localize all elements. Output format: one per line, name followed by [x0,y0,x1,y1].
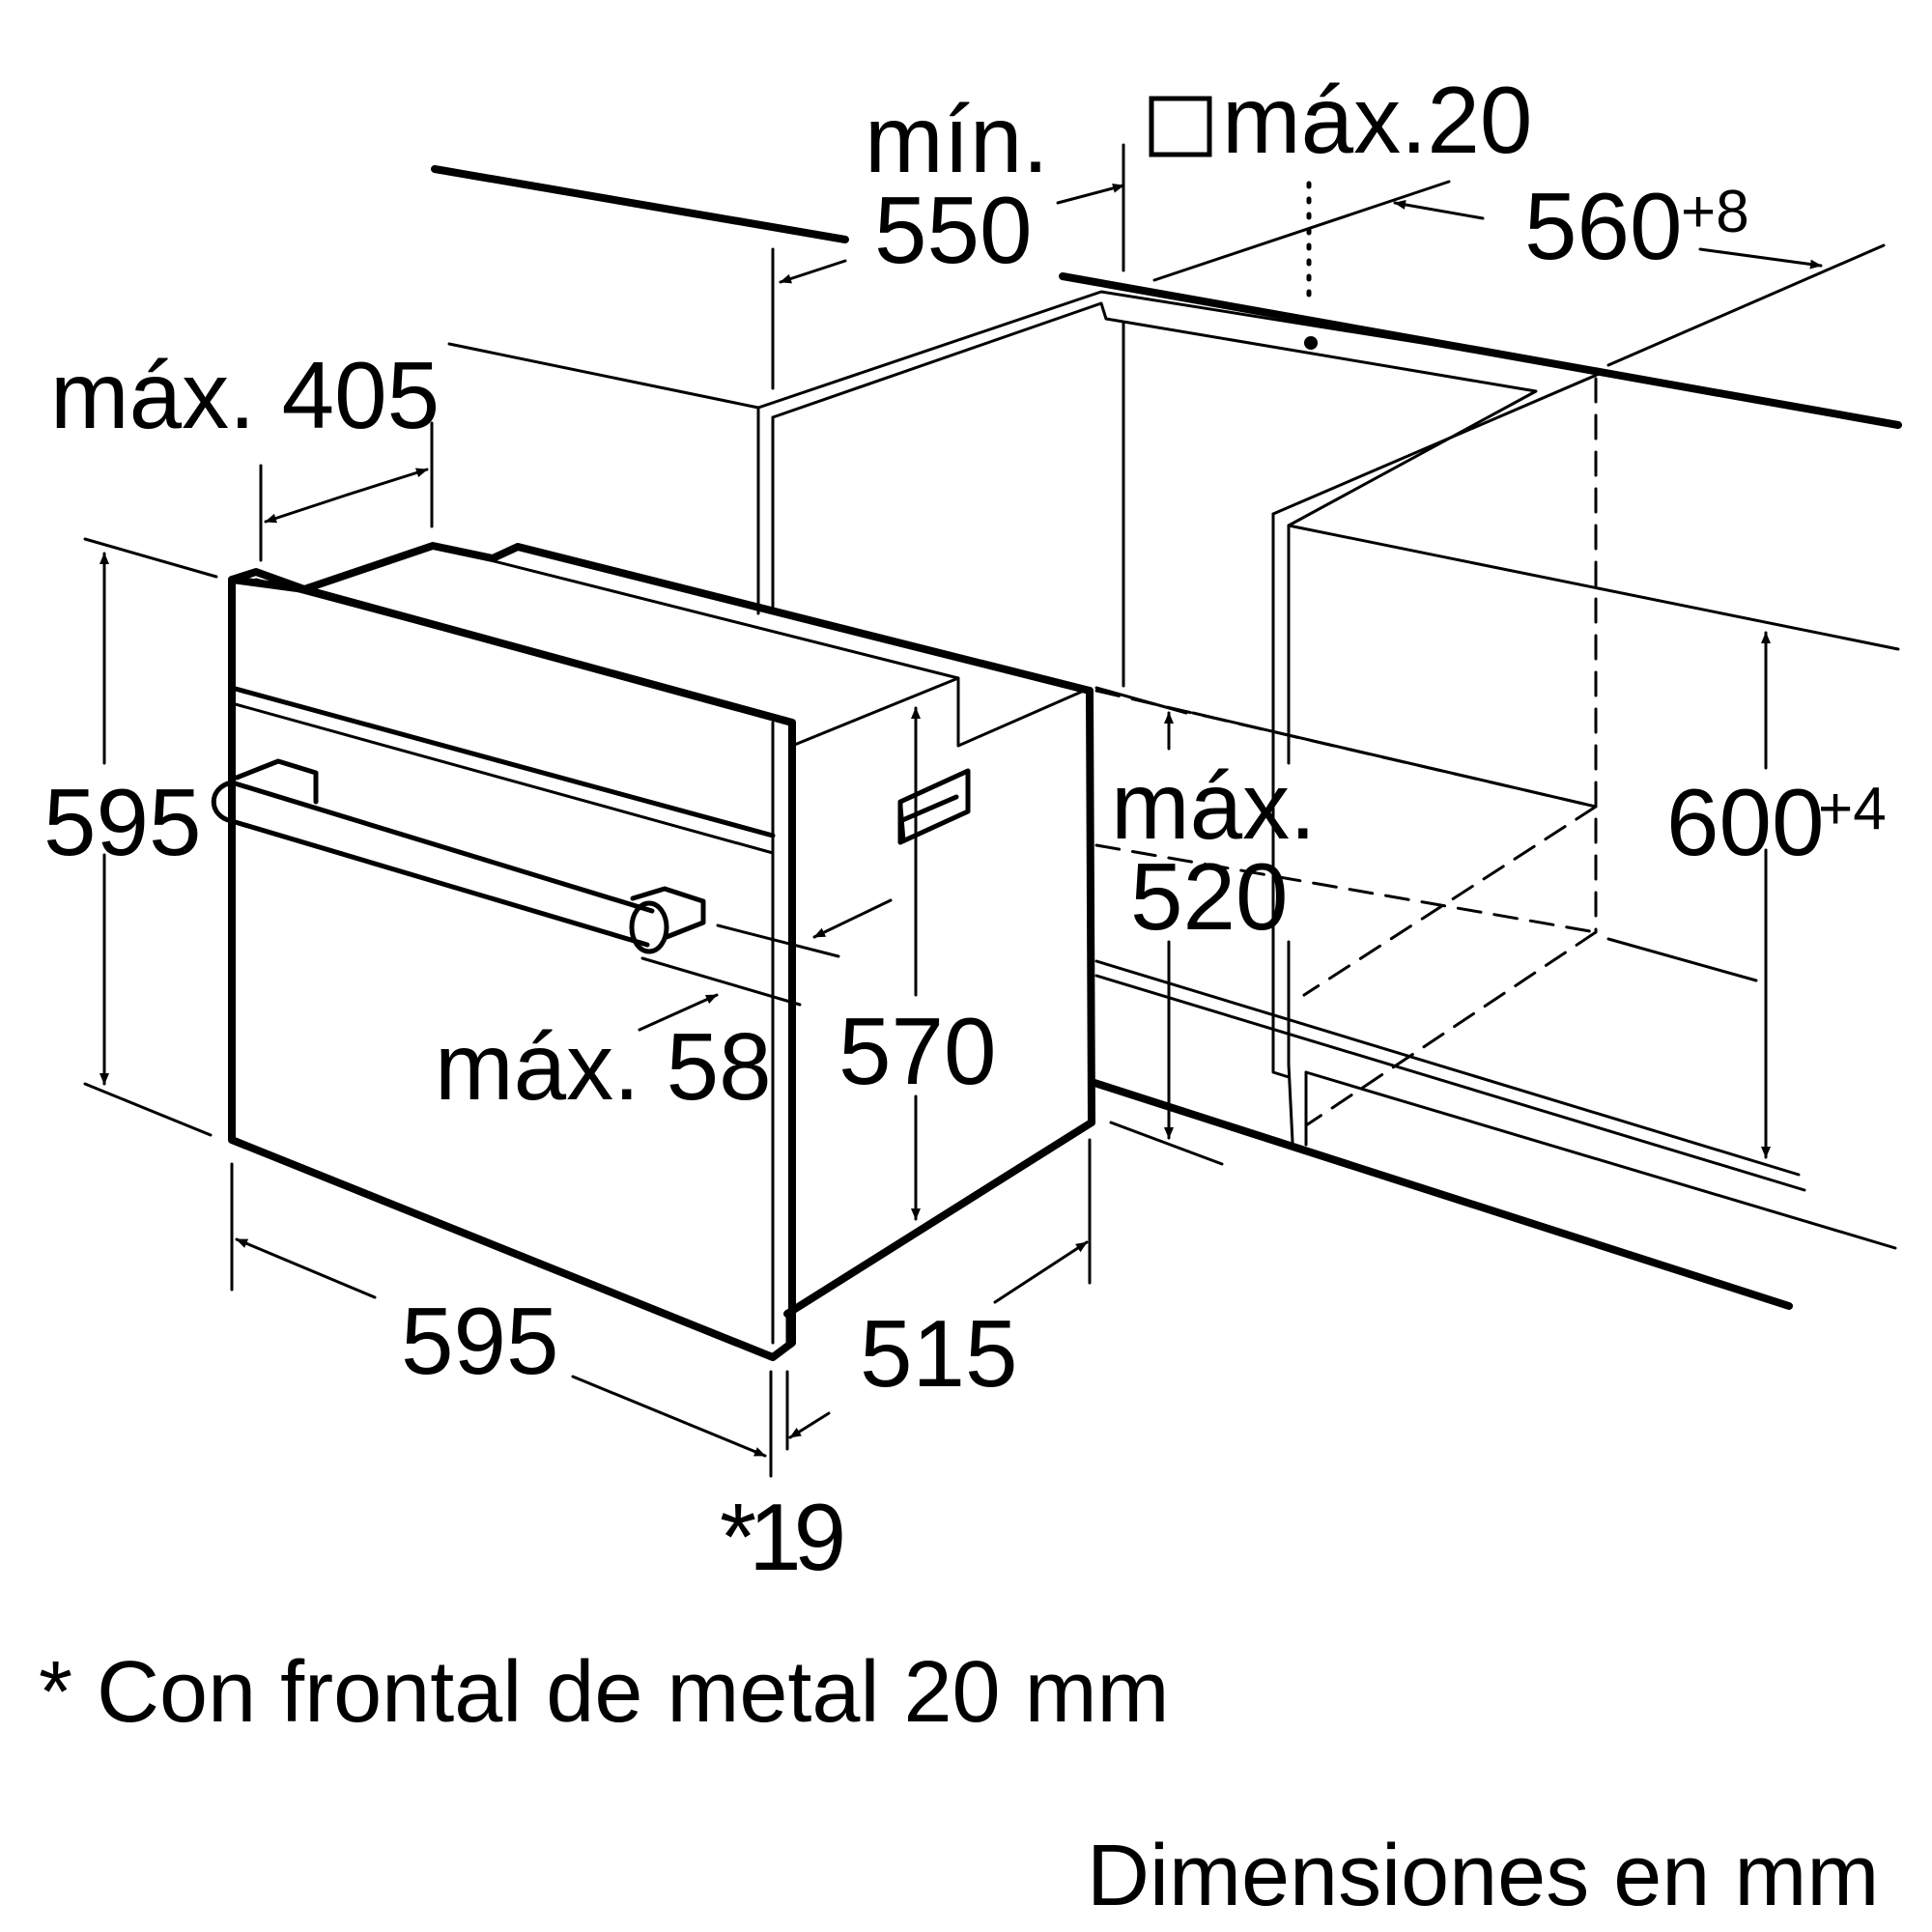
label-height-595: 595 [43,769,202,875]
footnote: * Con frontal de metal 20 mm [39,1644,1170,1741]
oven-outline [211,542,1095,1361]
dimension-lines [83,143,1823,1478]
label-max: máx. [1111,753,1316,859]
label-star-19: *19 [720,1484,842,1590]
label-max-405: máx. 405 [50,342,440,448]
fixing-point-icon [1304,336,1318,350]
square-symbol-icon [1149,96,1212,157]
label-560: 560 [1524,173,1683,279]
label-width-595: 595 [401,1288,559,1394]
label-min: mín. [865,86,1049,192]
units-caption: Dimensiones en mm [1087,1828,1879,1924]
label-560-tolerance: +8 [1681,179,1749,245]
label-max-20: máx.20 [1222,67,1532,173]
label-min-550: 550 [874,177,1033,283]
cabinet-outline [431,165,1902,1310]
label-max-520: 520 [1130,843,1289,950]
label-600: 600 [1666,769,1825,875]
label-515: 515 [860,1300,1018,1406]
label-570: 570 [838,998,997,1104]
label-600-tolerance: +4 [1818,776,1887,842]
label-max-58: máx. 58 [435,1013,772,1120]
